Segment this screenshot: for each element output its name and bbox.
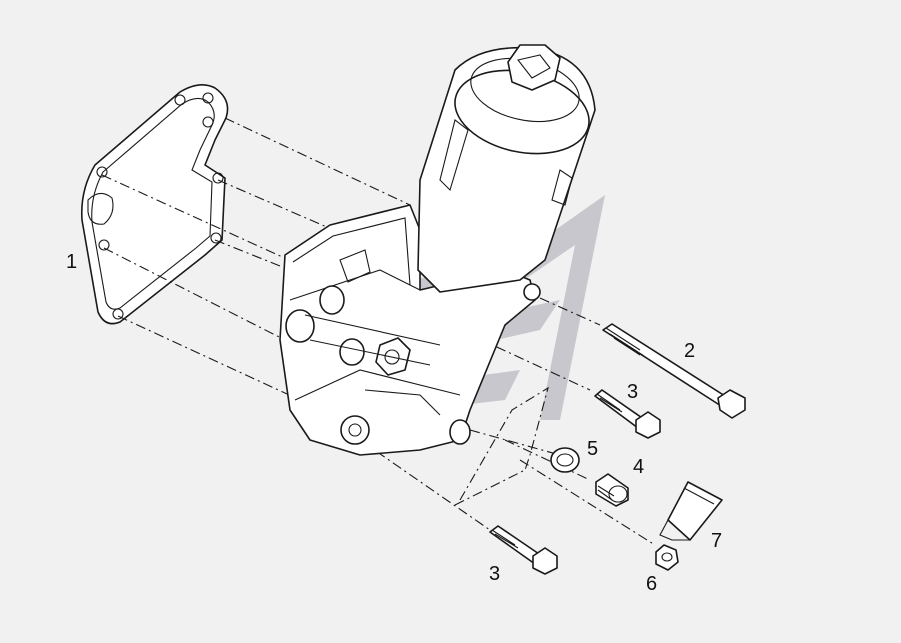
callout-6: 6 xyxy=(646,573,657,595)
short-bolt-part-lower xyxy=(489,525,558,575)
sealant-tube-part xyxy=(659,481,723,541)
callout-7: 7 xyxy=(711,530,722,552)
gasket-part xyxy=(80,84,229,325)
callout-3-upper: 3 xyxy=(627,381,638,403)
callout-1: 1 xyxy=(66,251,77,273)
callout-2: 2 xyxy=(684,340,695,362)
small-plug-part xyxy=(655,544,679,571)
callout-5: 5 xyxy=(587,438,598,460)
callout-4: 4 xyxy=(633,456,644,478)
short-bolt-part-upper xyxy=(594,389,661,439)
oil-filter-housing xyxy=(279,44,596,456)
plug-part xyxy=(595,473,629,507)
sealing-ring-part xyxy=(550,447,580,473)
long-bolt-part xyxy=(602,323,746,419)
callout-3-lower: 3 xyxy=(489,563,500,585)
